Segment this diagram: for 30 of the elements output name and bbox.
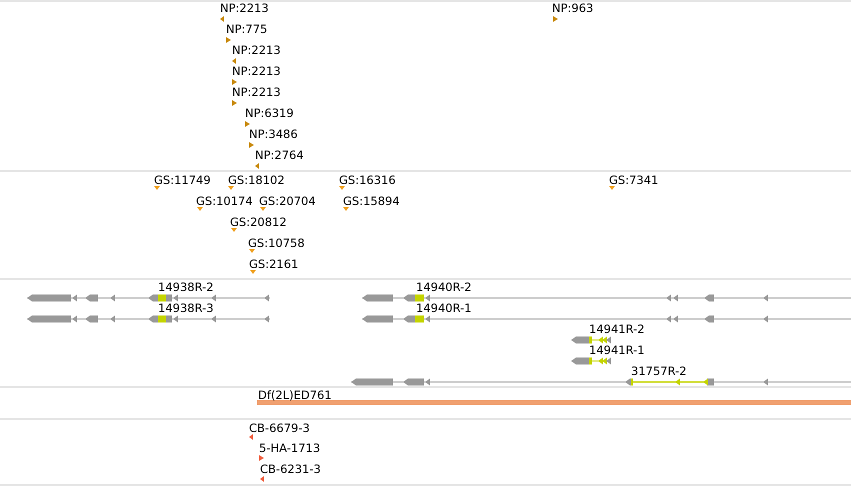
feature-label: NP:2213 — [232, 65, 281, 78]
feature-label: 14938R-3 — [158, 302, 214, 315]
feature-label: NP:2764 — [255, 149, 304, 162]
feature-label: CB-6679-3 — [249, 422, 310, 435]
feature-label: 5-HA-1713 — [259, 442, 320, 455]
feature-label: GS:10174 — [196, 195, 253, 208]
feature-label: GS:10758 — [248, 237, 305, 250]
feature-label: Df(2L)ED761 — [258, 389, 332, 402]
feature-label: NP:2213 — [220, 2, 269, 15]
feature-label: GS:20704 — [259, 195, 316, 208]
feature-label: GS:2161 — [249, 258, 298, 271]
feature-label: NP:775 — [226, 23, 268, 36]
feature-label: CB-6231-3 — [260, 463, 321, 476]
feature-label: GS:11749 — [154, 174, 211, 187]
feature-label: GS:16316 — [339, 174, 396, 187]
feature-label: NP:3486 — [249, 128, 298, 141]
feature-label: GS:20812 — [230, 216, 287, 229]
feature-label: 14941R-1 — [589, 344, 645, 357]
feature-label: GS:15894 — [343, 195, 400, 208]
feature-label: 14941R-2 — [589, 323, 645, 336]
feature-label: 31757R-2 — [631, 365, 687, 378]
feature-label: NP:2213 — [232, 44, 281, 57]
feature-label: 14940R-2 — [416, 281, 472, 294]
feature-label: GS:18102 — [228, 174, 285, 187]
feature-label: 14938R-2 — [158, 281, 214, 294]
feature-label: NP:963 — [552, 2, 594, 15]
feature-label: NP:6319 — [245, 107, 294, 120]
feature-label: GS:7341 — [609, 174, 658, 187]
feature-label: NP:2213 — [232, 86, 281, 99]
feature-label: 14940R-1 — [416, 302, 472, 315]
